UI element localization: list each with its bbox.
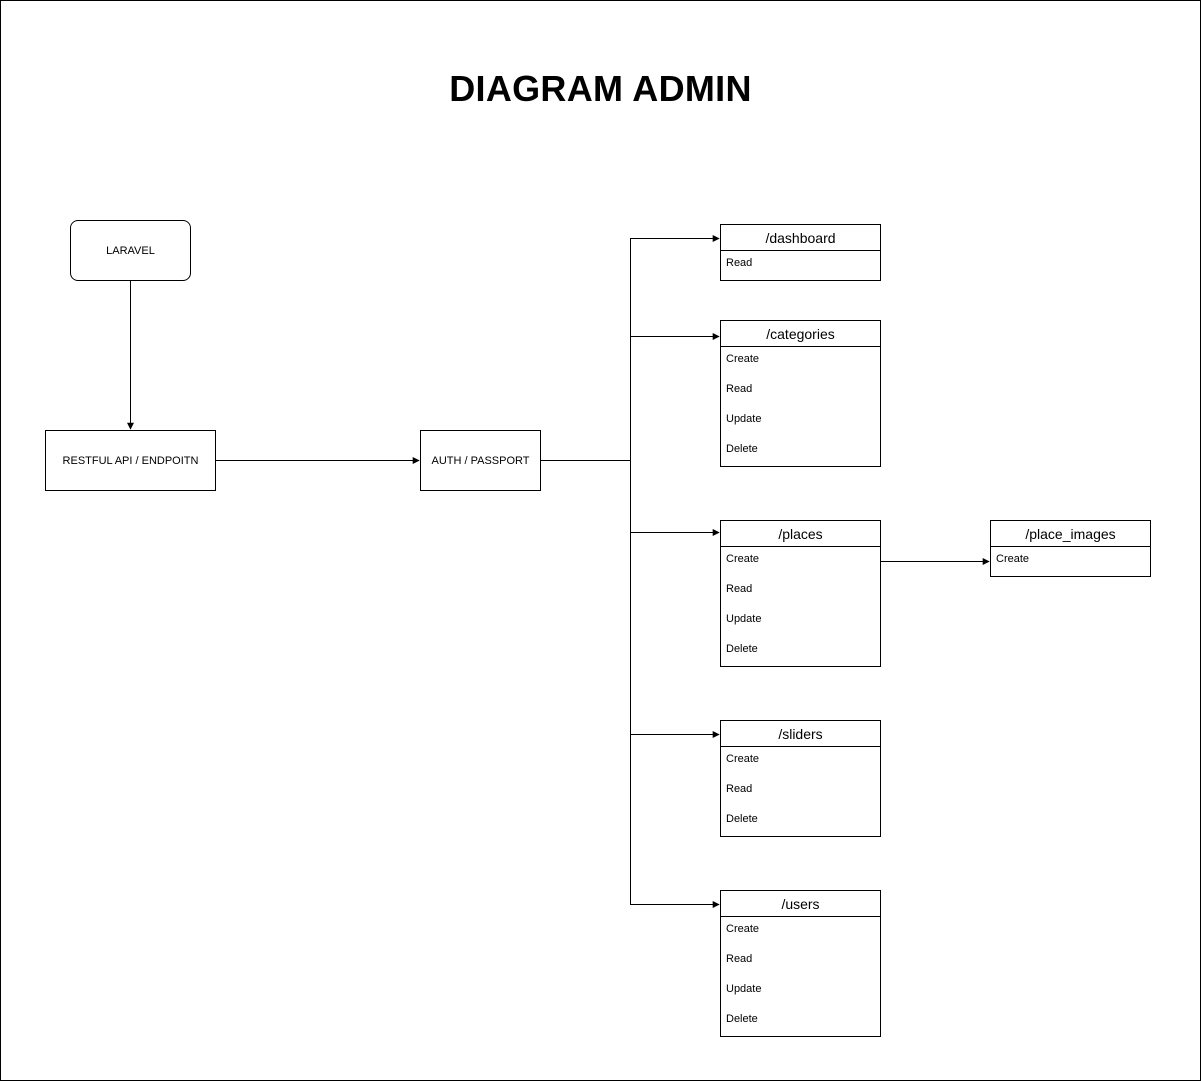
entity-users: /users Create Read Update Delete — [720, 890, 881, 1037]
restful-api-label: RESTFUL API / ENDPOITN — [62, 454, 199, 467]
entity-header: /places — [721, 521, 880, 547]
auth-passport-label: AUTH / PASSPORT — [431, 454, 530, 467]
entity-operation: Create — [726, 553, 760, 565]
entity-operation: Read — [726, 383, 753, 395]
entity-operation: Update — [726, 983, 762, 995]
entity-dashboard: /dashboard Read — [720, 224, 881, 281]
entity-header: /place_images — [991, 521, 1150, 547]
diagram-title: DIAGRAM ADMIN — [449, 68, 752, 109]
laravel-node: LARAVEL — [70, 220, 191, 281]
entity-header: /dashboard — [721, 225, 880, 251]
entity-categories: /categories Create Read Update Delete — [720, 320, 881, 467]
auth-passport-node: AUTH / PASSPORT — [420, 430, 541, 491]
entity-operation: Read — [726, 953, 753, 965]
entity-places: /places Create Read Update Delete — [720, 520, 881, 667]
entity-operation: Update — [726, 613, 762, 625]
entity-operation: Delete — [726, 443, 758, 455]
entity-operation: Delete — [726, 813, 758, 825]
entity-operation: Delete — [726, 643, 758, 655]
entity-header: /users — [721, 891, 880, 917]
entity-operation: Update — [726, 413, 762, 425]
entity-header: /categories — [721, 321, 880, 347]
entity-operation: Read — [726, 783, 753, 795]
entity-header: /sliders — [721, 721, 880, 747]
entity-operation: Create — [726, 353, 760, 365]
entity-operation: Create — [726, 753, 760, 765]
entity-sliders: /sliders Create Read Delete — [720, 720, 881, 837]
entity-operation: Read — [726, 583, 753, 595]
entity-operation: Create — [726, 923, 760, 935]
entity-place-images: /place_images Create — [990, 520, 1151, 577]
laravel-label: LARAVEL — [106, 244, 155, 257]
entity-operation: Read — [726, 257, 753, 269]
restful-api-node: RESTFUL API / ENDPOITN — [45, 430, 216, 491]
entity-operation: Delete — [726, 1013, 758, 1025]
entity-operation: Create — [996, 553, 1030, 565]
